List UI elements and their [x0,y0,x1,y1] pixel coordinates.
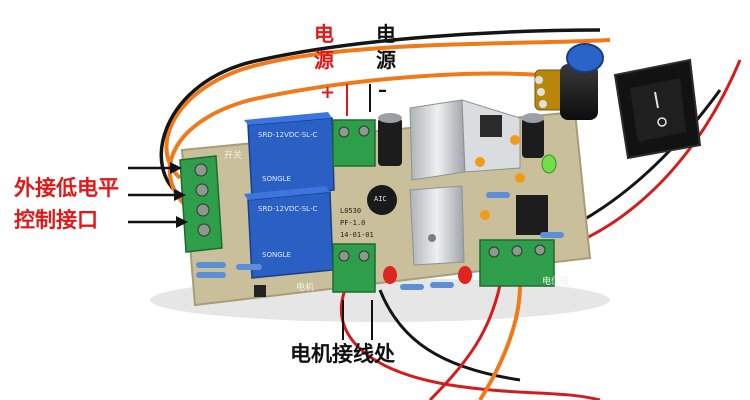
red-wire-bottom [339,289,601,400]
motor-terminal [332,243,376,293]
power-neg-sign: – [378,80,387,101]
relay-bottom-model: SRD-12VDC-SL-C [258,205,318,213]
pot-terminal [479,239,555,287]
power-pos-sign: + [320,82,336,103]
pcb-potentiometer-label: 电位器 [542,277,570,287]
power-neg-char1: 电 [376,22,396,46]
ic-chip [516,195,548,235]
pcb-switch-label: 开关 [224,151,243,161]
ceramic-cap-1 [510,135,520,145]
relay-top [244,112,335,199]
ceramic-cap-2 [475,157,485,167]
buzzer [367,185,397,215]
heatsink-bottom [409,185,465,266]
power-terminal [332,119,376,167]
capacitor-2 [522,113,544,158]
relay-bottom-brand: SONGLE [262,251,291,259]
motor-leaders [342,300,373,340]
potentiometer [534,43,604,120]
power-neg-char2: 源 [376,48,396,72]
pcb-board-rev: PF-1.0 [340,219,366,227]
motor-terminal-label: 电机接线处 [290,342,395,366]
transistor [254,285,266,297]
buzzer-label: AIC [374,195,387,203]
green-led [541,154,557,174]
red-wire-bottom2 [428,284,502,400]
control-arrows [128,162,188,228]
ceramic-cap-3 [480,210,490,220]
red-led-1 [383,266,397,284]
power-pos-char2: 源 [314,48,334,72]
pcb-board-model: L0530 [340,207,362,215]
relay-top-brand: SONGLE [262,175,291,183]
rocker-switch [613,58,702,160]
black-wire-top [159,28,601,198]
capacitor-1 [378,113,402,166]
relay-bottom [244,186,334,279]
heatsink-top [409,99,521,181]
orange-wire-bottom [478,284,522,400]
ceramic-cap-4 [515,173,525,183]
orange-wire-top [164,38,611,180]
resistors [196,192,564,290]
control-terminal [179,155,223,253]
ext-low-level-label-line1: 外接低电平 [14,176,119,200]
power-pos-char1: 电 [314,22,334,46]
relay-top-model: SRD-12VDC-SL-C [258,131,318,139]
pcb-motor-label: 电机 [296,283,315,293]
red-led-2 [458,266,472,284]
pcb-board-date: 14-01-01 [340,231,374,239]
ext-low-level-label-line2: 控制接口 [14,208,98,232]
